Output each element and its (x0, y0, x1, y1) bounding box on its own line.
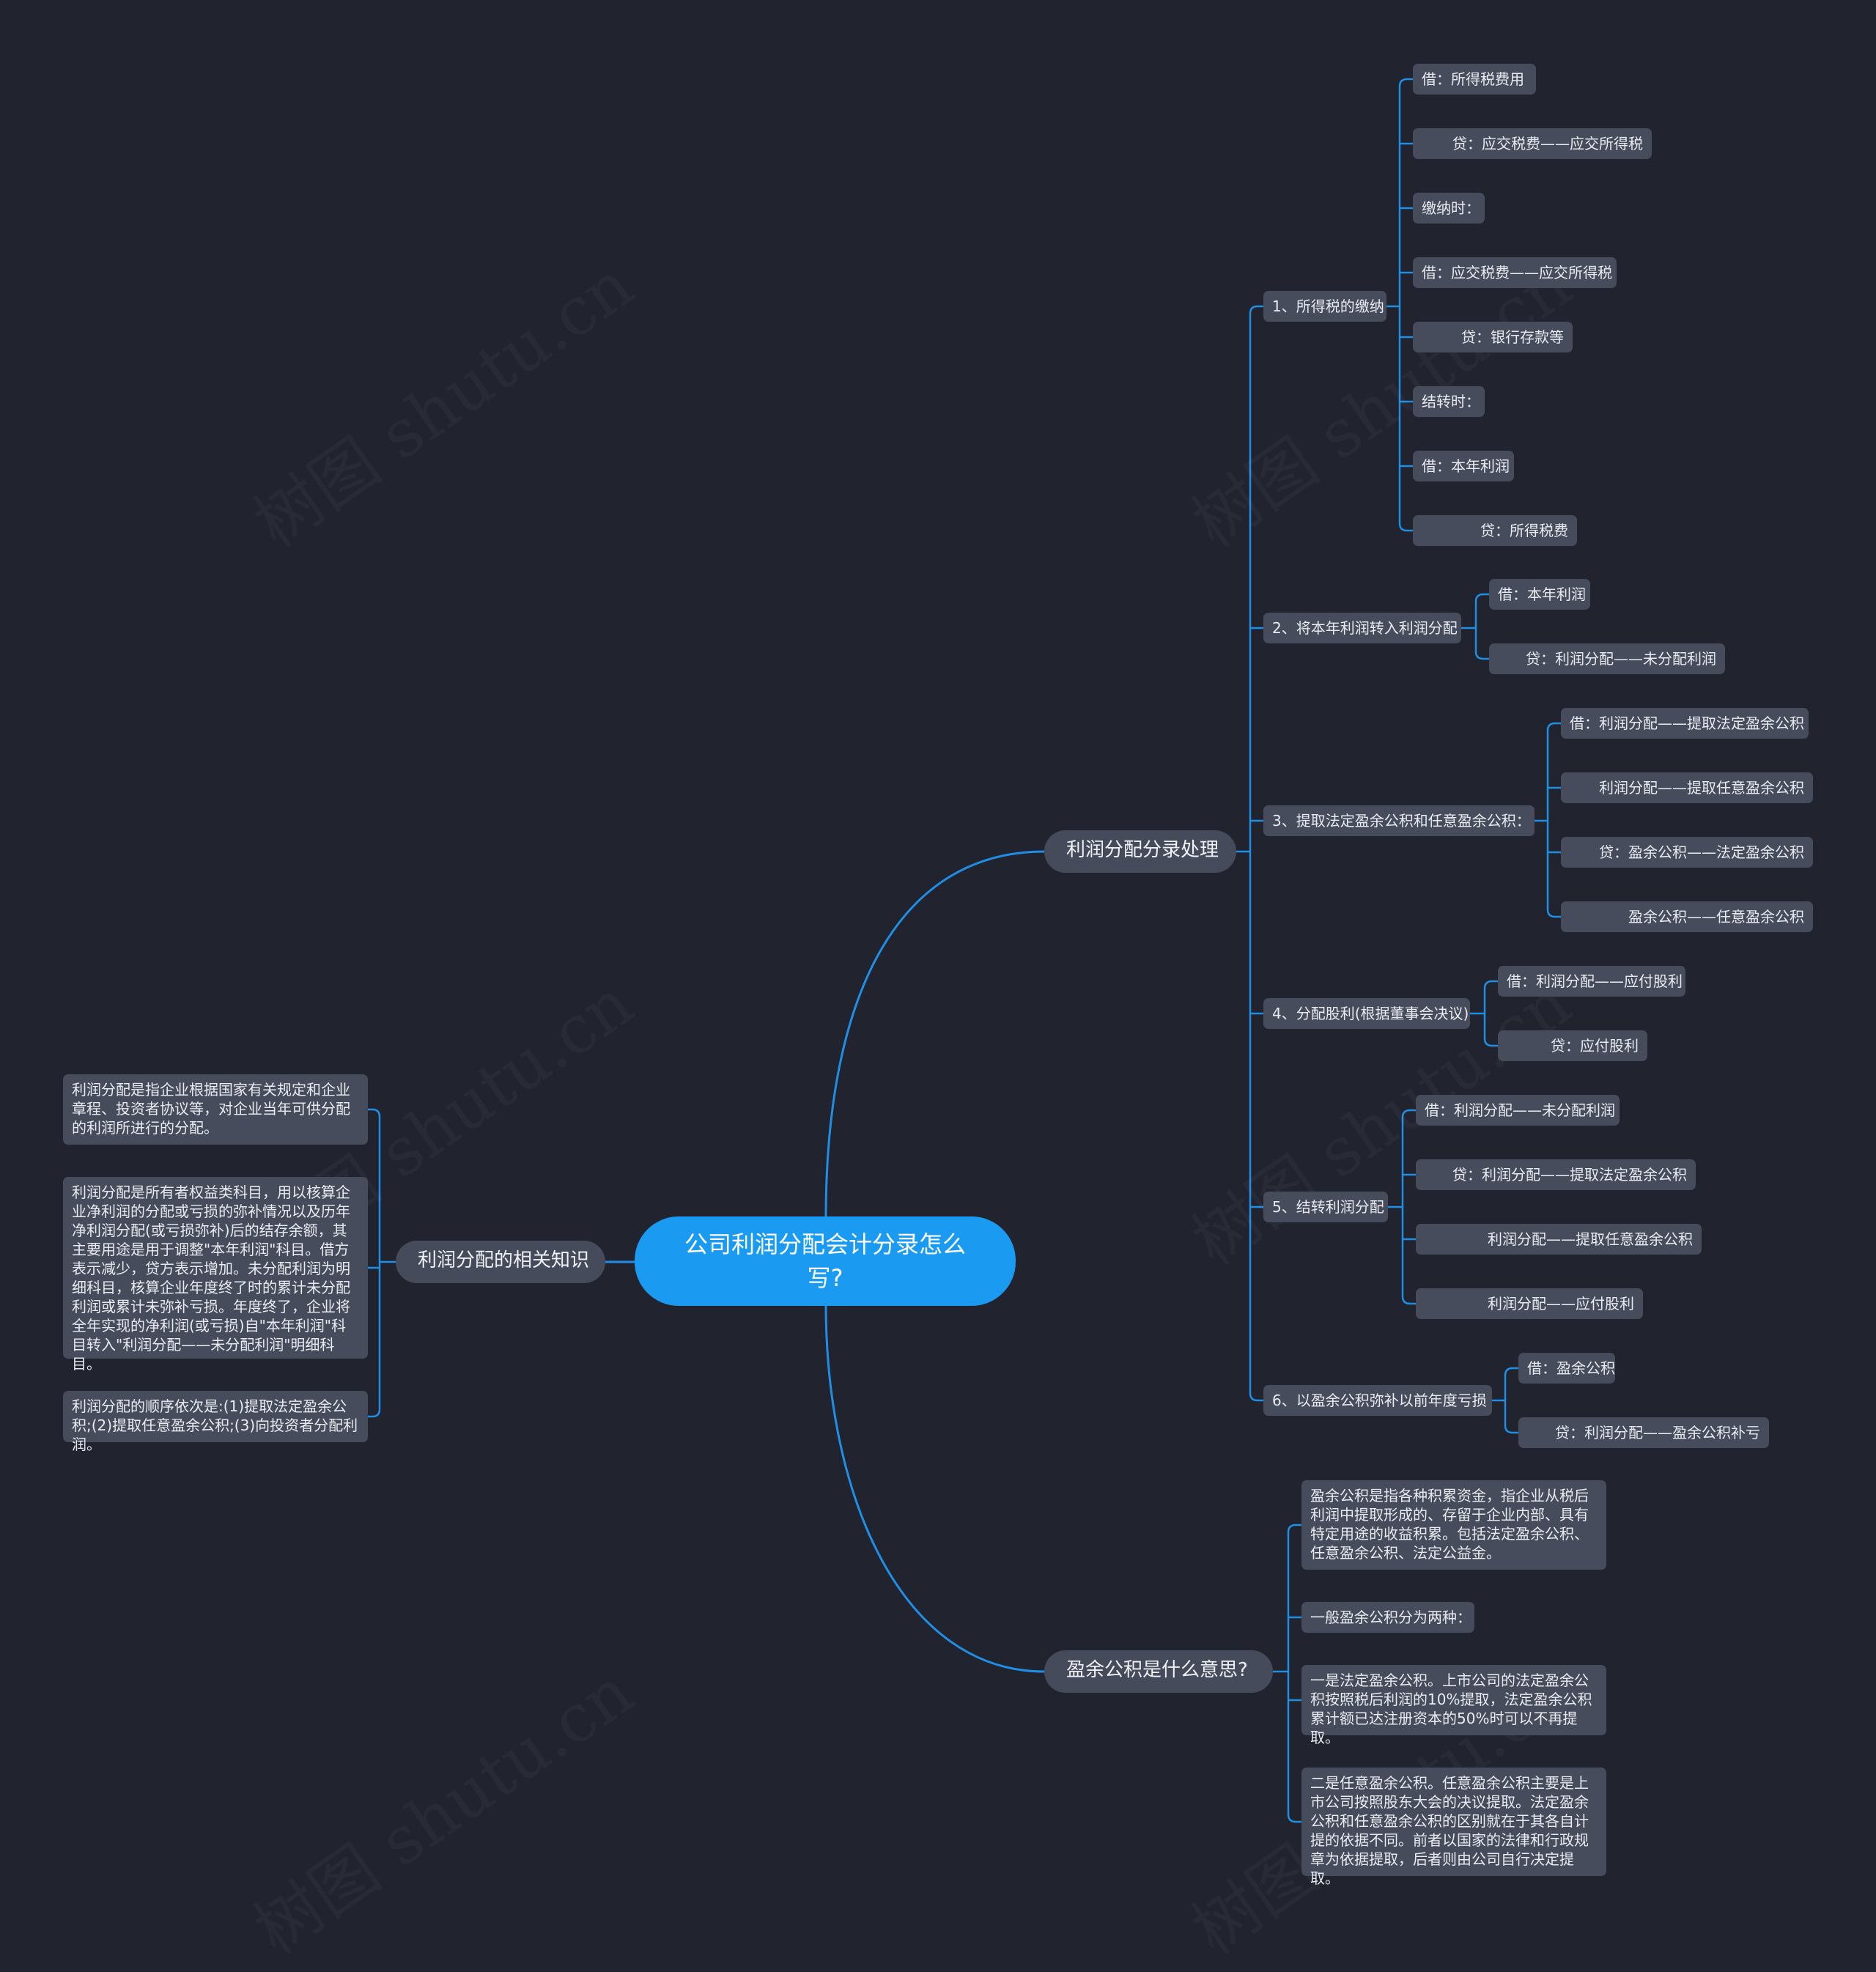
connector-line (824, 1304, 1045, 1673)
knowledge-account-node[interactable]: 利润分配是所有者权益类科目，用以核算企业净利润的分配或亏损的弥补情况以及历年净利… (63, 1177, 368, 1373)
entry-node[interactable]: 贷：应付股利 (1498, 1030, 1647, 1061)
entry-node[interactable]: 缴纳时： (1413, 193, 1485, 224)
connector-line (1398, 78, 1413, 532)
connector-line (824, 850, 1045, 1219)
entry-node[interactable]: 贷：银行存款等 (1413, 322, 1573, 352)
entry-node[interactable]: 结转时： (1413, 386, 1485, 417)
entry-node[interactable]: 贷：所得税费 (1413, 515, 1577, 546)
entry-node[interactable]: 借：所得税费用 (1413, 64, 1536, 95)
entry-node[interactable]: 盈余公积——任意盈余公积 (1561, 901, 1813, 932)
topic-transfer-profit[interactable]: 2、将本年利润转入利润分配 (1263, 613, 1461, 643)
statutory-surplus-node[interactable]: 一是法定盈余公积。上市公司的法定盈余公积按照税后利润的10%提取，法定盈余公积累… (1301, 1665, 1606, 1746)
entry-node[interactable]: 贷：盈余公积——法定盈余公积 (1561, 837, 1813, 868)
entry-node[interactable]: 借：利润分配——应付股利 (1498, 966, 1685, 997)
root-topic-label: 公司利润分配会计分录怎么写? (684, 1230, 966, 1292)
topic-surplus-reserve[interactable]: 3、提取法定盈余公积和任意盈余公积： (1263, 805, 1535, 836)
connector-line (1401, 1109, 1416, 1305)
connector-line (1287, 1524, 1301, 1823)
branch-related-knowledge[interactable]: 利润分配的相关知识 (396, 1241, 605, 1283)
branch-surplus-meaning[interactable]: 盈余公积是什么意思? (1044, 1650, 1273, 1693)
entry-node[interactable]: 借：应交税费——应交所得税 (1413, 257, 1617, 288)
surplus-definition-node[interactable]: 盈余公积是指各种积累资金，指企业从税后利润中提取形成的、存留于企业内部、具有特定… (1301, 1480, 1606, 1570)
topic-dividend[interactable]: 4、分配股利(根据董事会决议) (1263, 998, 1470, 1029)
entry-node[interactable]: 借：本年利润 (1489, 579, 1590, 610)
entry-node[interactable]: 贷：利润分配——盈余公积补亏 (1518, 1417, 1769, 1448)
connector-line (1249, 305, 1263, 1402)
entry-node[interactable]: 利润分配——提取任意盈余公积 (1561, 772, 1813, 803)
topic-income-tax-payment[interactable]: 1、所得税的缴纳 (1263, 291, 1386, 322)
entry-node[interactable]: 贷：应交税费——应交所得税 (1413, 128, 1652, 159)
discretionary-surplus-node[interactable]: 二是任意盈余公积。任意盈余公积主要是上市公司按照股东大会的决议提取。法定盈余公积… (1301, 1768, 1606, 1887)
surplus-types-node[interactable]: 一般盈余公积分为两种： (1301, 1602, 1474, 1633)
connector-line (1504, 1367, 1518, 1434)
topic-loss-recovery[interactable]: 6、以盈余公积弥补以前年度亏损 (1263, 1385, 1492, 1416)
entry-node[interactable]: 借：利润分配——未分配利润 (1416, 1095, 1620, 1126)
knowledge-definition-node[interactable]: 利润分配是指企业根据国家有关规定和企业章程、投资者协议等，对企业当年可供分配的利… (63, 1074, 368, 1145)
root-topic[interactable]: 公司利润分配会计分录怎么写? (635, 1216, 1016, 1306)
branch-accounting-entries[interactable]: 利润分配分录处理 (1044, 830, 1236, 873)
connector-line (368, 1108, 381, 1418)
connector-line (1483, 980, 1498, 1047)
connector-line (1546, 722, 1561, 918)
entry-node[interactable]: 借：利润分配——提取法定盈余公积 (1561, 708, 1809, 739)
knowledge-order-node[interactable]: 利润分配的顺序依次是:(1)提取法定盈余公积;(2)提取任意盈余公积;(3)向投… (63, 1391, 368, 1453)
entry-node[interactable]: 贷：利润分配——未分配利润 (1489, 643, 1725, 674)
topic-carry-forward[interactable]: 5、结转利润分配 (1263, 1192, 1388, 1222)
connector-line (1474, 593, 1489, 660)
entry-node[interactable]: 借：本年利润 (1413, 451, 1514, 481)
entry-node[interactable]: 利润分配——提取任意盈余公积 (1416, 1224, 1702, 1255)
entry-node[interactable]: 利润分配——应付股利 (1416, 1288, 1643, 1319)
entry-node[interactable]: 借：盈余公积 (1518, 1353, 1615, 1384)
entry-node[interactable]: 贷：利润分配——提取法定盈余公积 (1416, 1159, 1696, 1190)
